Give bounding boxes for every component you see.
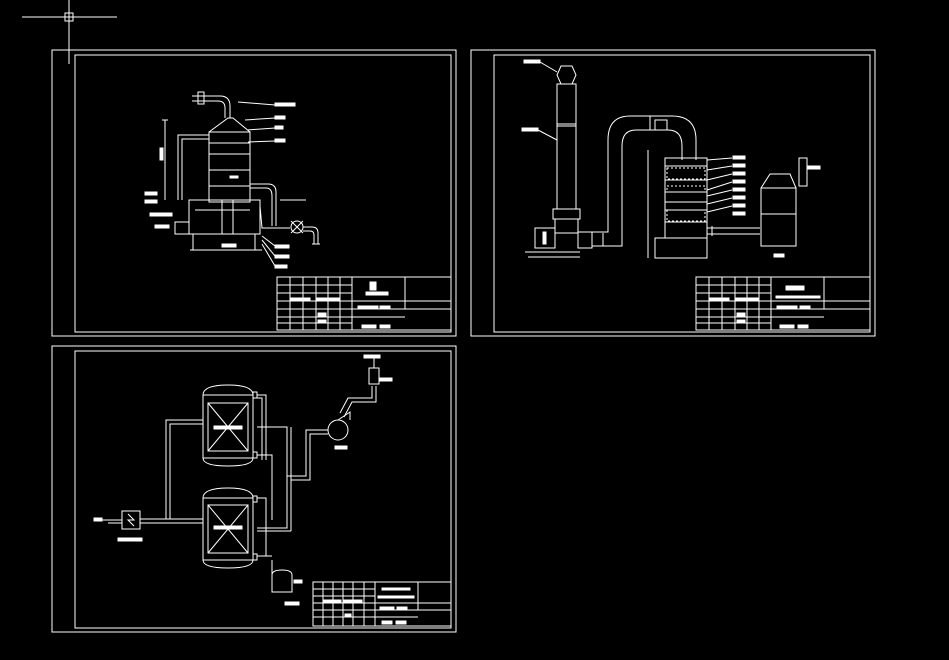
sheet-inner-frame xyxy=(74,350,452,629)
sheet-fan-stack-tower[interactable] xyxy=(470,49,876,337)
sheet-outer-frame xyxy=(470,49,876,337)
title-block xyxy=(695,276,871,331)
sheet-outer-frame xyxy=(51,49,457,337)
title-block xyxy=(276,276,452,331)
absorption-tower-icon xyxy=(144,91,320,269)
cursor-crosshair-icon xyxy=(22,0,117,64)
sheet-inner-frame xyxy=(74,54,452,333)
sheet-process-flow[interactable] xyxy=(51,345,457,633)
sheet-outer-frame xyxy=(51,345,457,633)
exhaust-stack-icon xyxy=(521,59,821,259)
adsorber-vessel-icon xyxy=(93,354,393,606)
title-block xyxy=(312,581,452,627)
sheet-packed-tower[interactable] xyxy=(51,49,457,337)
sheet-inner-frame xyxy=(493,54,871,333)
